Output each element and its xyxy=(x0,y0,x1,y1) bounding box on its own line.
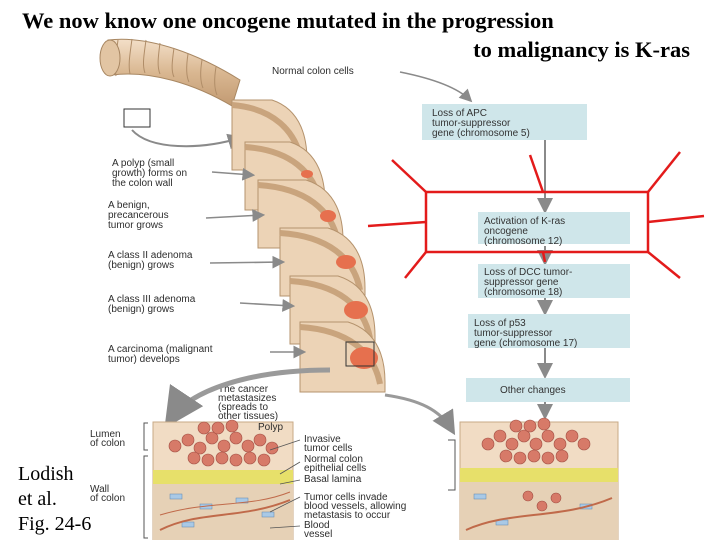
svg-text:A class II adenoma(benign) gro: A class II adenoma(benign) grows xyxy=(108,250,193,271)
label-arrows xyxy=(205,167,307,359)
citation-line-2: et al. xyxy=(18,488,57,510)
svg-text:Other changes: Other changes xyxy=(500,385,566,396)
normal-colon-label: Normal colon cells xyxy=(272,66,354,77)
metastasis-arrow-right xyxy=(384,393,456,436)
step-box-p53 xyxy=(468,314,630,348)
step-box-dcc xyxy=(478,264,630,298)
citation-line-3: Fig. 24-6 xyxy=(18,513,92,535)
svg-text:A class III adenoma(benign) gr: A class III adenoma(benign) grows xyxy=(108,294,196,315)
kras-highlight xyxy=(367,151,705,279)
title-line-2: to malignancy is K-ras xyxy=(473,37,690,62)
polyp-label: Polyp xyxy=(258,422,283,433)
citation-line-1: Lodish xyxy=(18,463,74,485)
step-box-kras xyxy=(478,212,630,244)
title-line-1: We now know one oncogene mutated in the … xyxy=(22,8,554,33)
tissue-section-right xyxy=(459,417,619,540)
svg-text:Basal lamina: Basal lamina xyxy=(304,474,362,485)
tissue-blocks xyxy=(231,99,386,393)
figure-citation: Lodish et al. Fig. 24-6 xyxy=(18,462,91,537)
detail-arrow xyxy=(131,129,244,150)
step-box-other xyxy=(466,378,630,402)
tissue-section-left xyxy=(152,419,294,540)
metastasis-arrow-left xyxy=(164,367,331,429)
flow-arrow-top xyxy=(399,71,473,103)
colon-tube-illustration xyxy=(99,38,241,128)
step-box-apc xyxy=(422,104,587,140)
svg-text:Loss of DCC tumor-suppressor g: Loss of DCC tumor-suppressor gene(chromo… xyxy=(484,267,572,298)
